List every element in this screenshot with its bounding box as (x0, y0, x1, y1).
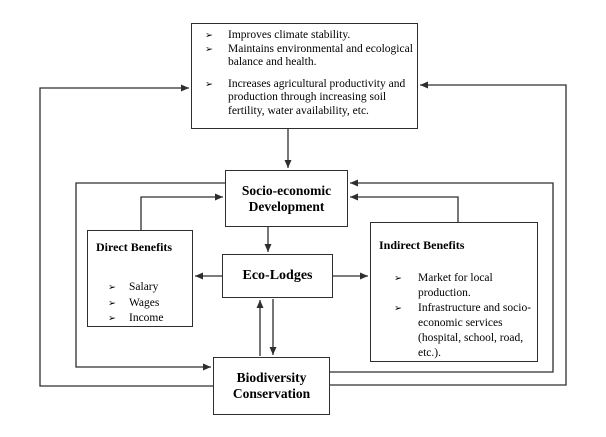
arrow-bc-to-env-left (39, 84, 213, 387)
list-item: ➢ Wages (108, 296, 188, 312)
arrow-bullet-icon: ➢ (108, 282, 116, 293)
arrow-db-to-sed (140, 193, 223, 230)
list-item: ➢ Salary (108, 280, 188, 296)
arrow-bullet-icon: ➢ (394, 303, 402, 314)
list-item-text: Wages (129, 296, 160, 309)
list-item-text: Increases agricultural productivity and … (228, 77, 406, 117)
environmental-benefits-box: ➢ Improves climate stability. ➢ Maintain… (191, 23, 418, 129)
socio-economic-development-box: Socio-economic Development (225, 170, 348, 227)
arrow-bullet-icon: ➢ (394, 273, 402, 284)
list-item: ➢ Increases agricultural productivity an… (205, 78, 413, 119)
indirect-benefits-title: Indirect Benefits (379, 238, 465, 252)
arrow-bullet-icon: ➢ (205, 43, 213, 55)
arrow-bullet-icon: ➢ (205, 30, 213, 41)
list-item: ➢ Market for local production. (394, 271, 533, 301)
list-item: ➢ Infrastructure and socio- economic ser… (394, 301, 533, 361)
list-item: ➢ Maintains environmental and ecological… (205, 43, 413, 70)
biodiversity-conservation-box: Biodiversity Conservation (213, 357, 330, 415)
list-item-text: Maintains environmental and ecological b… (228, 42, 413, 69)
list-item-text: Improves climate stability. (228, 29, 351, 41)
list-item-text: Income (129, 312, 164, 324)
direct-benefits-list: ➢ Salary ➢ Wages ➢ Income (108, 280, 188, 327)
arrow-bullet-icon: ➢ (205, 78, 213, 90)
direct-benefits-box: Direct Benefits ➢ Salary ➢ Wages ➢ Incom… (87, 230, 193, 327)
environmental-benefits-list: ➢ Improves climate stability. ➢ Maintain… (205, 29, 413, 118)
list-item-text: Infrastructure and socio- economic servi… (418, 302, 532, 359)
arrow-bullet-icon: ➢ (108, 313, 116, 324)
arrow-bc-to-env-right (330, 81, 567, 386)
arrow-bc-to-sed-right (330, 179, 554, 373)
indirect-benefits-box: Indirect Benefits ➢ Market for local pro… (370, 222, 538, 362)
list-item-text: Market for local production. (418, 272, 493, 299)
eco-lodges-box: Eco-Lodges (222, 254, 333, 298)
list-item-text: Salary (129, 281, 159, 293)
direct-benefits-title: Direct Benefits (96, 240, 173, 254)
list-item: ➢ Income (108, 311, 188, 327)
arrow-bullet-icon: ➢ (108, 297, 116, 309)
arrow-ib-to-sed (350, 193, 459, 222)
arrow-sed-to-bc-left (75, 182, 225, 371)
indirect-benefits-list: ➢ Market for local production. ➢ Infrast… (394, 271, 533, 361)
list-item: ➢ Improves climate stability. (205, 29, 413, 43)
